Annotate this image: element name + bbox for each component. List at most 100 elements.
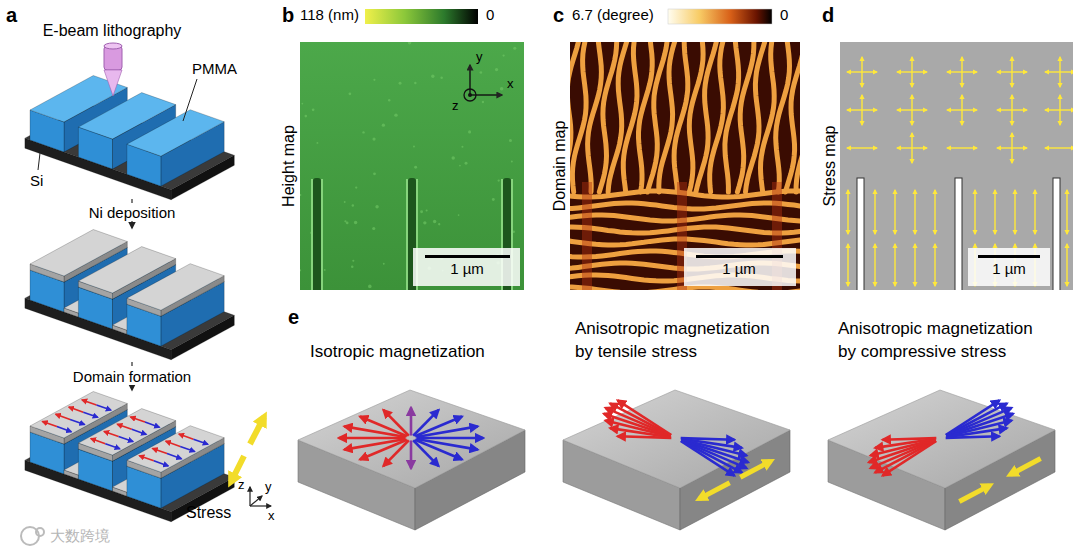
stress-arrow — [897, 109, 912, 110]
slit — [857, 178, 864, 290]
stress-arrow — [1012, 109, 1027, 110]
panel-letter: d — [822, 4, 834, 27]
stress-arrow — [1060, 71, 1073, 72]
speckle — [414, 82, 416, 84]
stress-arrow — [847, 190, 848, 234]
speckle — [399, 82, 402, 85]
speckle — [465, 162, 468, 165]
stress-arrow — [1060, 109, 1073, 110]
pen-body — [104, 46, 122, 70]
stress-arrow — [897, 71, 912, 72]
stress-arrow — [914, 244, 915, 286]
domain-stripe — [623, 42, 637, 192]
axis-arrow — [249, 487, 250, 506]
stress-arrow — [1011, 148, 1012, 163]
speckle — [451, 156, 454, 159]
speckle — [459, 165, 461, 167]
magnetization-arrow — [383, 410, 408, 436]
pmma-block — [127, 110, 224, 157]
magnetization-arrow — [681, 441, 742, 473]
domain-stripe — [572, 42, 586, 192]
speckle — [352, 260, 354, 262]
magnetization-arrow — [681, 441, 735, 476]
domain-stripe — [647, 42, 667, 192]
stress-arrow — [250, 417, 264, 444]
domain-arrow — [70, 419, 84, 424]
scale-bar — [968, 248, 1050, 286]
trench — [313, 178, 321, 290]
scale-label: 1 µm — [722, 260, 756, 277]
stress-arrow — [994, 190, 995, 234]
stress-arrow — [961, 57, 962, 72]
magnet-slab — [828, 390, 1055, 530]
speckle — [438, 223, 440, 225]
magnetization-arrow — [610, 403, 671, 435]
watermark-logo — [21, 527, 44, 545]
domain-arrow — [42, 422, 56, 427]
speckle — [372, 227, 375, 230]
stress-arrow — [914, 190, 915, 234]
stress-arrow — [1011, 95, 1012, 110]
magnetization-arrow — [339, 437, 405, 440]
speckle — [344, 220, 346, 222]
stress-arrow — [861, 95, 862, 110]
stress-label: Stress — [186, 504, 231, 522]
slit — [1053, 178, 1060, 290]
speckle — [413, 146, 415, 148]
domain-arrow — [57, 427, 71, 432]
stress-arrow — [894, 190, 895, 234]
axis-label: y — [265, 480, 272, 495]
domain-stripe — [746, 42, 767, 192]
domain-arrow — [166, 441, 180, 446]
step-label: Ni deposition — [86, 204, 179, 221]
stress-arrow — [861, 72, 862, 87]
magnetization-arrow — [410, 408, 413, 436]
colorbar — [668, 9, 772, 24]
speckle — [373, 172, 376, 175]
axis-title: Domain map — [551, 121, 569, 212]
stress-arrow — [1066, 190, 1067, 234]
panel-title: Isotropic magnetization — [310, 342, 485, 362]
domain-arrow — [117, 424, 131, 429]
stress-arrow — [1059, 95, 1060, 110]
panel-title: Anisotropic magnetization by compressive… — [838, 318, 1053, 364]
colorbar-label: 118 (nm) — [300, 6, 359, 23]
speckle — [500, 87, 504, 91]
stress-arrow — [740, 461, 770, 477]
domain-arrow — [97, 405, 111, 410]
domain-stripe — [710, 42, 725, 192]
speckle — [440, 77, 443, 80]
stress-arrow — [897, 147, 912, 148]
stress-arrow — [997, 109, 1012, 110]
stress-arrow — [912, 147, 927, 148]
domain-stripe — [725, 42, 739, 192]
axis-arrow — [250, 505, 271, 506]
stress-arrow — [847, 147, 877, 148]
speckle — [382, 124, 385, 127]
stress-arrow — [947, 71, 962, 72]
stress-arrow — [1066, 244, 1067, 286]
stress-arrow — [947, 147, 977, 148]
axis-arrow — [470, 94, 502, 95]
part-label: Si — [30, 172, 43, 189]
leader-line — [183, 79, 197, 121]
panel-letter: c — [553, 4, 564, 27]
magnetization-arrow — [883, 438, 937, 440]
speckle — [355, 186, 357, 188]
axis-label: z — [452, 99, 459, 114]
stress-arrow — [1012, 147, 1027, 148]
stress-arrow — [1045, 109, 1060, 110]
speckle — [351, 266, 354, 269]
stress-arrow — [974, 190, 975, 234]
stress-arrow — [1011, 133, 1012, 148]
stress-arrow — [874, 244, 875, 286]
stress-arrow — [962, 109, 977, 110]
axis-label: z — [238, 478, 245, 493]
speckle — [394, 113, 397, 116]
domain-arrow — [119, 437, 133, 442]
domain-arrow — [91, 439, 105, 444]
domain-arrow — [56, 414, 70, 419]
domain-arrow — [139, 456, 153, 461]
speckle — [495, 68, 498, 71]
